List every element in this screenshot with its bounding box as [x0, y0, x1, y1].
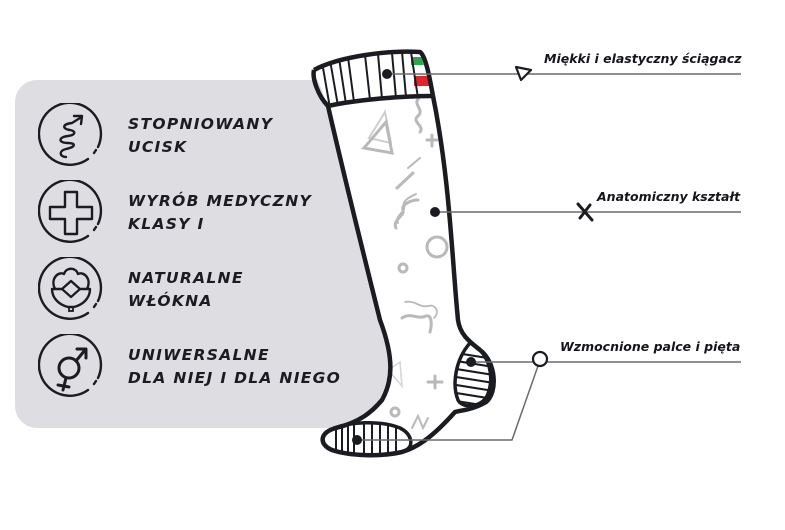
spring-arrow-icon	[38, 103, 103, 166]
callout-reinforced-label: Wzmocnione palce i pięta	[560, 339, 741, 354]
medical-cross-icon	[38, 180, 103, 243]
cotton-flower-icon	[38, 257, 103, 320]
heel-anchor-dot	[466, 357, 476, 367]
callout-cuff-label: Miękki i elastyczny ściągacz	[544, 51, 742, 66]
callout-lines	[357, 73, 741, 441]
x-marker-icon	[576, 202, 594, 222]
shape-anchor-dot	[430, 207, 440, 217]
triangle-marker-icon	[514, 65, 533, 82]
toe-anchor-dot	[352, 435, 362, 445]
cuff-anchor-dot	[382, 69, 392, 79]
sock-pattern	[361, 96, 449, 431]
callout-shape-label: Anatomiczny kształt	[597, 189, 741, 204]
circle-marker-icon	[531, 350, 549, 368]
gender-unisex-icon	[38, 334, 103, 397]
